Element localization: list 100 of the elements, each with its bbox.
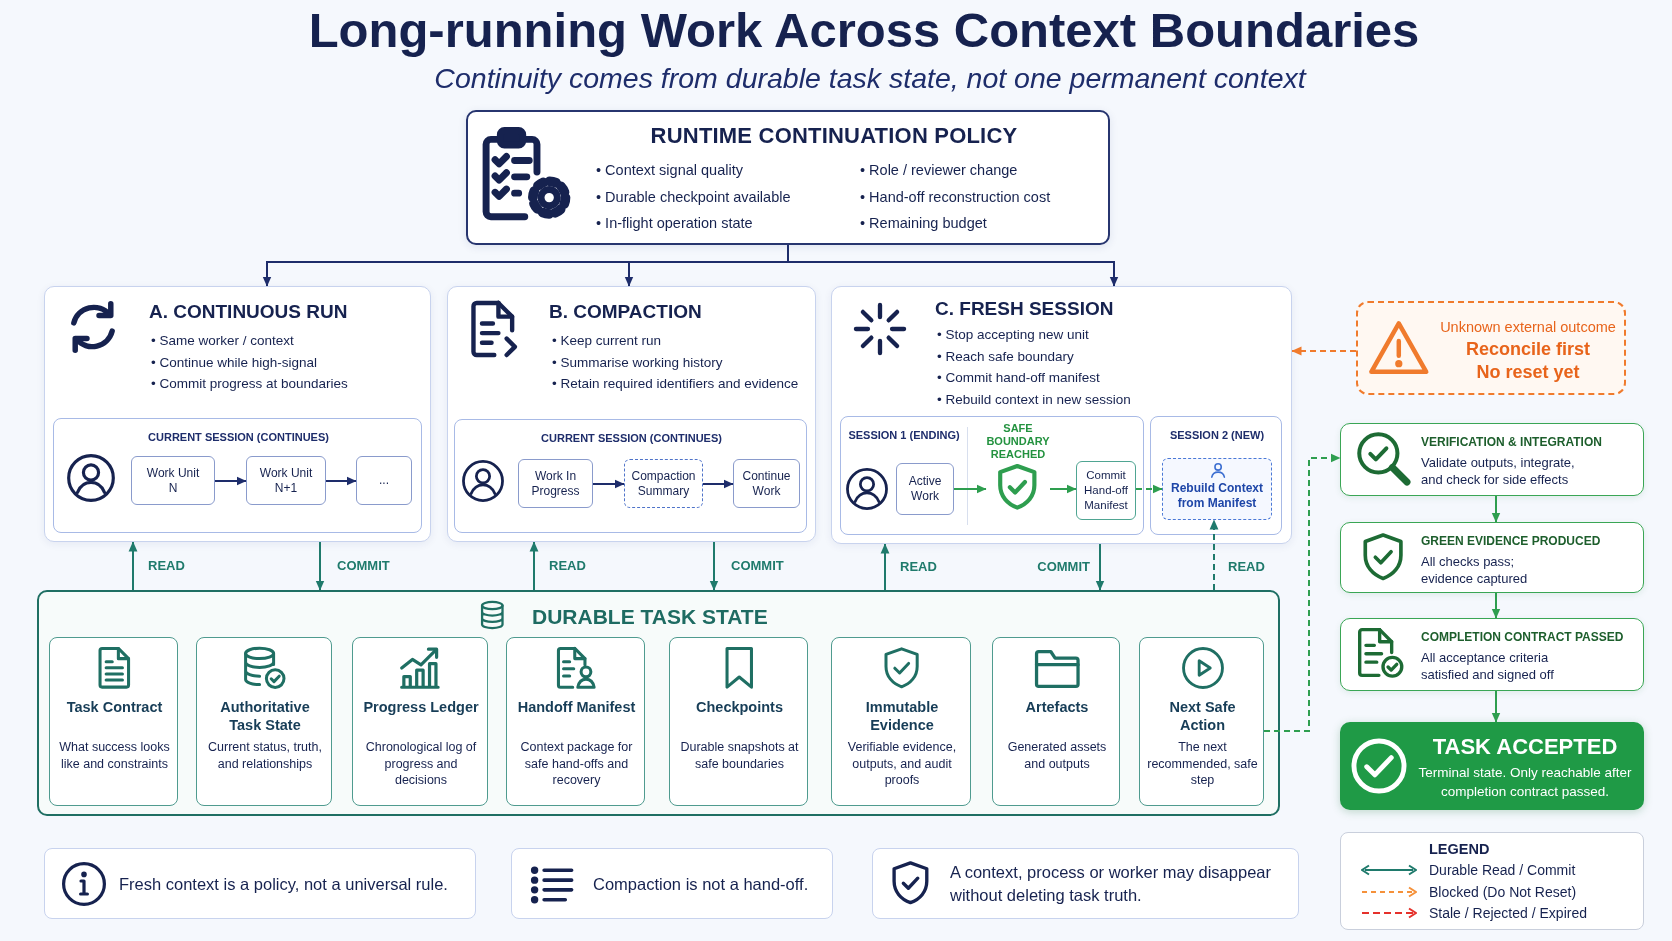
state-title: Task Contract [66,698,163,716]
bullet-item: • Keep current run [552,332,662,350]
bullet-item: • Remaining budget [860,214,987,233]
note-text: A context, process or worker may disappear without deleting task truth. [950,861,1272,906]
arrow [1049,484,1077,494]
state-card [669,637,808,806]
arrow [592,479,625,489]
dashed-process-box [624,459,703,508]
dashed-arrow [1135,484,1163,494]
option-panel [44,286,431,542]
state-card [1139,637,1264,806]
state-title: Handoff Manifest [517,698,636,716]
bullet-item: • Role / reviewer change [860,161,1018,180]
state-description: Chronological log of progress and decisions [364,739,478,789]
legend-text: Blocked (Do Not Reset) [1429,882,1577,901]
accepted-title: TASK ACCEPTED [1432,733,1618,761]
session-title: CURRENT SESSION (CONTINUES) [541,431,722,445]
bullet-item: • In-flight operation state [596,214,753,233]
arrow [709,541,719,591]
state-title: Progress Ledger [363,698,479,716]
process-box [1076,461,1136,520]
arrow [1491,690,1501,723]
stage-title: VERIFICATION & INTEGRATION [1421,434,1602,450]
bullet-item: • Context signal quality [596,161,743,180]
legend-text: Durable Read / Commit [1429,861,1576,879]
process-box [246,456,326,505]
state-card [196,637,332,806]
note-card [872,848,1299,919]
node-label: Commit Hand-off Manifest [1083,468,1129,513]
session-title: SESSION 1 (ENDING) [848,428,960,442]
arrow [880,543,890,591]
panel-title: B. COMPACTION [549,301,702,323]
state-card [831,637,971,806]
note-card [511,848,833,919]
arrow [1491,495,1501,523]
node-label: Work Unit N+1 [259,465,313,496]
note-text: Fresh context is a policy, not a universal rule. [119,873,448,895]
dashed-process-box [1162,458,1272,520]
session-frame [840,416,1144,535]
legend-title: LEGEND [1429,840,1490,858]
arrow [787,244,1119,287]
policy-panel [466,110,1110,245]
state-card [992,637,1120,806]
stage-title: COMPLETION CONTRACT PASSED [1421,629,1624,645]
state-title: Immutable Evidence [864,698,940,734]
bullet-item: • Durable checkpoint available [596,187,791,207]
state-card [506,637,645,806]
arrow [214,476,247,486]
state-description: The next recommended, safe step [1147,739,1258,789]
caption: Continuity comes from durable task state, not one permanent context [434,62,1306,94]
process-box [733,459,800,508]
state-title: Authoritative Task State [219,698,311,734]
node-label: ... [379,473,389,488]
session-title: CURRENT SESSION (CONTINUES) [148,430,329,444]
arrow [1491,592,1501,619]
node-label: Rebuild Context from Manifest [1170,481,1264,511]
state-description: Current status, truth, and relationships [207,739,323,772]
warning-text: Reconcile first [1465,338,1590,361]
bullet-item: • Stop accepting new unit [937,326,1089,344]
note-card [44,848,476,919]
bullet-item: • Hand-off reconstruction cost [860,187,1051,207]
bullet-item: • Retain required identifiers and evidence [552,375,799,393]
stage-panel [1340,618,1644,691]
arrow [315,541,325,591]
state-description: What success looks like and constraints [58,739,171,772]
accepted-panel [1340,722,1644,810]
policy-title: RUNTIME CONTINUATION POLICY [650,123,1018,149]
bullet-item: • Rebuild context in new session [937,390,1131,409]
session-frame [454,419,807,533]
node-label: Active Work [907,474,943,504]
option-panel [447,286,816,542]
state-store-panel [37,590,1280,816]
process-box [131,456,215,505]
stage-description: All checks pass; evidence captured [1421,553,1529,587]
arrow [1095,543,1105,591]
stage-description: Validate outputs, integrate, and check for side effects [1421,454,1576,488]
state-card [352,637,488,806]
dashed-arrow [1209,519,1219,591]
arrow [702,479,734,489]
process-box [356,456,412,505]
state-title: Next Safe Action [1168,698,1237,734]
state-card [49,637,178,806]
note-text: Compaction is not a hand-off. [593,873,809,895]
state-description: Context package for safe hand-offs and recovery [519,739,634,789]
node-label: Work In Progress [530,468,581,499]
bullet-item: • Commit progress at boundaries [151,375,348,393]
node-label: Compaction Summary [630,468,697,499]
panel-title: A. CONTINUOUS RUN [149,301,348,323]
state-title: Checkpoints [696,698,783,716]
warning-text: No reset yet [1476,361,1580,384]
bullet-item: • Summarise working history [552,353,723,372]
dashed-arrow [1291,346,1357,356]
state-title: Artefacts [1025,698,1089,716]
warning-text: Unknown external outcome [1440,318,1616,337]
node-label: Continue Work [741,468,792,499]
state-description: Generated assets and outputs [1006,739,1108,772]
title: Long-running Work Across Context Boundaries [308,2,1420,58]
bullet-item: • Reach safe boundary [937,347,1074,366]
accepted-description: Terminal state. Only reachable after completion contract passed. [1417,764,1633,801]
session-title: SESSION 2 (NEW) [1169,428,1265,442]
